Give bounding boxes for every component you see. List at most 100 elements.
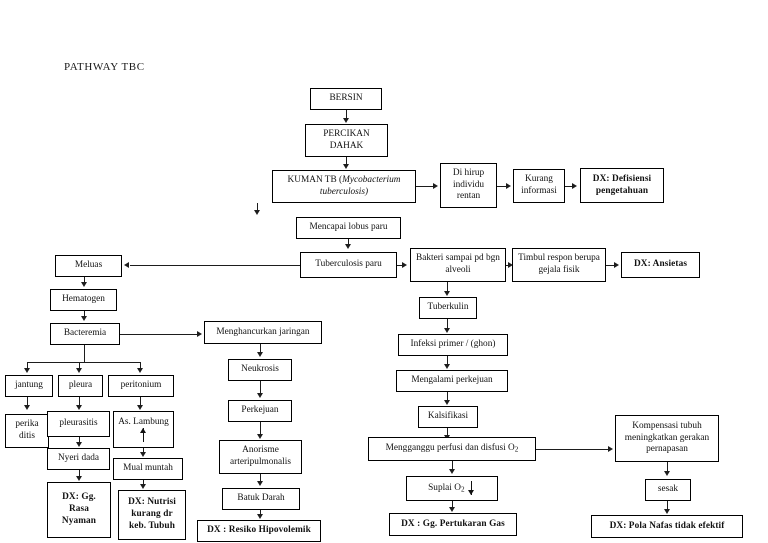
connector-bersin-to-percikan	[346, 110, 347, 120]
node-kompensasi-tubuh: Kompensasi tubuh meningkatkan gerakan pe…	[615, 415, 719, 462]
arrowhead-bus-to-pleura	[76, 368, 82, 373]
arrowhead-mual-muntah-to-dx-nutrisi	[140, 484, 146, 489]
arrowhead-timbul-respon-to-dx-ansietas	[614, 262, 619, 268]
node-di-hirup-individu-rentan: Di hirup individu rentan	[440, 163, 497, 208]
mengganggu-perfusi-label: Mengganggu perfusi dan disfusi O2	[386, 443, 519, 455]
node-sesak: sesak	[645, 479, 691, 501]
arrowhead-as-lambung-to-mual-muntah	[140, 452, 146, 457]
as-lambung-text: As. Lambung	[118, 416, 169, 427]
kuman-tb-suffix: )	[365, 186, 369, 197]
kuman-tb-species: Mycobacterium tuberculosis	[319, 174, 401, 197]
node-nyeri-dada: Nyeri dada	[47, 448, 110, 470]
connector-kalsifikasi-to-mengganggu-perfusi	[447, 428, 448, 436]
arrowhead-bersin-to-percikan	[343, 118, 349, 123]
node-pleura: pleura	[58, 375, 103, 397]
connector-bakteri-to-tuberkulin	[447, 282, 448, 293]
arrowhead-perkejuan-to-anorisme	[257, 434, 263, 439]
node-dx-resiko-hipovolemik: DX : Resiko Hipovolemik	[197, 520, 321, 542]
node-hematogen: Hematogen	[50, 289, 117, 311]
arrowhead-nyeri-dada-to-dx-rasa-nyaman	[76, 476, 82, 481]
node-mengalami-perkejuan: Mengalami perkejuan	[396, 370, 508, 392]
arrowhead-pleura-to-pleurasitis	[76, 405, 82, 410]
connector-tuberkulin-to-infeksi-primer	[447, 319, 448, 329]
connector-anorisme-to-batuk-darah	[260, 474, 261, 482]
arrowhead-tuberculosis-to-bakteri	[402, 262, 407, 268]
connector-mengganggu-to-suplai	[452, 461, 453, 470]
connector-as-lambung-to-mual-muntah	[143, 448, 144, 453]
connector-timbul-respon-to-dx-ansietas	[606, 265, 615, 266]
connector-tuberculosis-to-bakteri	[397, 265, 403, 266]
node-neukrosis: Neukrosis	[228, 359, 292, 381]
arrowhead-mencapai-to-tuberculosis	[345, 244, 351, 249]
node-percikan-dahak: PERCIKAN DAHAK	[305, 124, 388, 157]
arrowhead-batuk-darah-to-dx-hipovolemik	[257, 514, 263, 519]
node-kalsifikasi: Kalsifikasi	[418, 406, 478, 428]
connector-nyeri-dada-to-dx-rasa-nyaman	[79, 470, 80, 477]
arrowhead-dihirup-to-kurang-informasi	[506, 183, 511, 189]
arrowhead-hematogen-to-bacteremia	[81, 316, 87, 321]
node-tuberculosis-paru: Tuberculosis paru	[300, 252, 397, 278]
node-mual-muntah: Mual muntah	[113, 458, 183, 480]
node-dx-defisiensi-pengetahuan: DX: Defisiensi pengetahuan	[580, 168, 664, 203]
as-lambung-label: As. Lambung	[117, 417, 170, 443]
arrowhead-kuman-to-mencapai	[254, 210, 260, 215]
mengganggu-perfusi-subscript: 2	[514, 445, 519, 454]
connector-kuman-to-mencapai	[257, 203, 258, 212]
suplai-o2-text: Suplai O	[428, 483, 461, 494]
connector-neukrosis-to-perkejuan	[260, 381, 261, 394]
node-anorisme-arteripulmonalis: Anorisme arteripulmonalis	[219, 440, 302, 474]
connector-sesak-to-dx-pola-nafas	[667, 501, 668, 510]
connector-peritonium-to-as-lambung	[140, 397, 141, 406]
connector-batuk-darah-to-dx-hipovolemik	[260, 510, 261, 515]
connector-dihirup-to-kurang-informasi	[497, 186, 507, 187]
arrowhead-tuberculosis-to-meluas	[124, 262, 129, 268]
connector-perkejuan-to-anorisme	[260, 422, 261, 435]
node-tuberkulin: Tuberkulin	[419, 297, 477, 319]
arrowhead-neukrosis-to-perkejuan	[257, 393, 263, 398]
arrowhead-infeksi-primer-to-mengalami-perkejuan	[444, 364, 450, 369]
node-jantung: jantung	[5, 375, 53, 397]
arrowhead-mengganggu-to-suplai	[449, 469, 455, 474]
arrowhead-meluas-to-hematogen	[81, 282, 87, 287]
connector-meluas-to-hematogen	[84, 277, 85, 283]
down-arrow-icon	[467, 481, 476, 496]
node-dx-pola-nafas-tidak-efektif: DX: Pola Nafas tidak efektif	[591, 515, 743, 538]
node-pleurasitis: pleurasitis	[47, 411, 110, 437]
connector-pleurasitis-to-nyeri-dada	[79, 437, 80, 443]
node-timbul-respon-gejala-fisik: Timbul respon berupa gejala fisik	[512, 248, 606, 282]
node-menghancurkan-jaringan: Menghancurkan jaringan	[204, 321, 322, 344]
node-bersin: BERSIN	[310, 88, 382, 110]
connector-pleura-to-pleurasitis	[79, 397, 80, 406]
connector-hematogen-to-bacteremia	[84, 311, 85, 317]
connector-infeksi-primer-to-mengalami-perkejuan	[447, 356, 448, 365]
arrowhead-sesak-to-dx-pola-nafas	[664, 509, 670, 514]
connector-jantung-to-perikaditis	[27, 397, 28, 406]
node-kuman-tb-label: KUMAN TB (Mycobacterium tuberculosis)	[276, 175, 412, 199]
connector-mengalami-perkejuan-to-kalsifikasi	[447, 392, 448, 401]
arrowhead-kompensasi-to-sesak	[664, 471, 670, 476]
arrowhead-mengganggu-to-kompensasi	[608, 446, 613, 452]
connector-bacteremia-to-menghancurkan	[120, 334, 198, 335]
connector-bus-organs	[27, 362, 140, 363]
node-suplai-o2: Suplai O2	[406, 476, 498, 501]
node-mencapai-lobus-paru: Mencapai lobus paru	[296, 217, 401, 239]
arrowhead-suplai-to-dx-pertukaran-gas	[449, 507, 455, 512]
arrowhead-tuberkulin-to-infeksi-primer	[444, 328, 450, 333]
connector-mual-muntah-to-dx-nutrisi	[143, 480, 144, 485]
arrowhead-peritonium-to-as-lambung	[137, 405, 143, 410]
kuman-tb-prefix: KUMAN TB (	[287, 174, 343, 185]
node-mengganggu-perfusi-disfusi-o2: Mengganggu perfusi dan disfusi O2	[368, 437, 536, 461]
node-kurang-informasi: Kurang informasi	[513, 169, 565, 203]
arrowhead-mengalami-perkejuan-to-kalsifikasi	[444, 400, 450, 405]
node-bacteremia: Bacteremia	[50, 323, 120, 345]
connector-menghancurkan-to-neukrosis	[260, 344, 261, 353]
connector-tuberculosis-to-meluas	[130, 265, 300, 266]
node-dx-nutrisi-kurang: DX: Nutrisi kurang dr keb. Tubuh	[118, 490, 186, 540]
node-peritonium: peritonium	[108, 375, 174, 397]
node-infeksi-primer-ghon: Infeksi primer / (ghon)	[398, 334, 508, 356]
suplai-o2-label: Suplai O2	[428, 481, 476, 496]
connector-bus-to-jantung	[27, 362, 28, 370]
node-as-lambung: As. Lambung	[113, 411, 174, 448]
connector-suplai-to-dx-pertukaran-gas	[452, 501, 453, 508]
arrowhead-percikan-to-kuman	[343, 164, 349, 169]
